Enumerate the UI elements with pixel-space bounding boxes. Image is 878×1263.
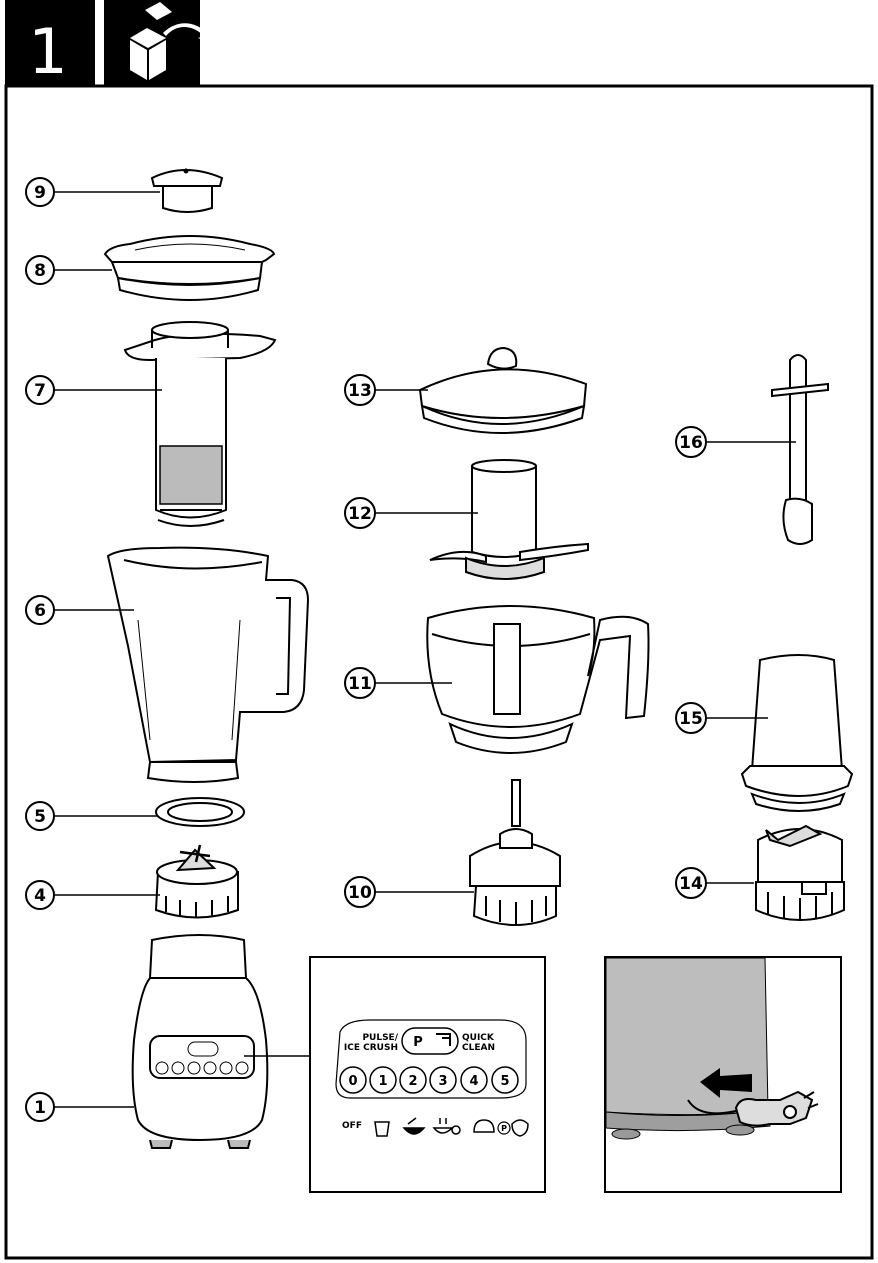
step-header: 1	[5, 0, 214, 88]
spatula-part	[771, 354, 829, 545]
program-icons: OFF P	[342, 1117, 529, 1137]
callout-8: 8	[25, 255, 55, 285]
callout-5: 5	[25, 801, 55, 831]
callout-leader-lines	[54, 191, 796, 1152]
callout-16: 16	[675, 426, 707, 458]
svg-text:P: P	[501, 1124, 507, 1133]
power-cord-plug-icon	[687, 1090, 819, 1127]
ice-crush-icon	[511, 1119, 529, 1137]
smoothie-icon	[374, 1121, 390, 1137]
svg-text:9: 9	[34, 183, 46, 203]
blender-jar-part	[106, 546, 310, 783]
svg-text:14: 14	[679, 874, 703, 894]
callout-12: 12	[344, 497, 376, 529]
callout-7: 7	[25, 375, 55, 405]
measuring-cup-part	[150, 168, 224, 213]
svg-text:13: 13	[348, 381, 372, 401]
svg-text:10: 10	[348, 883, 372, 903]
svg-text:7: 7	[34, 381, 46, 401]
coupling-unit-part	[469, 779, 561, 926]
svg-text:0: 0	[348, 1074, 357, 1089]
left-arrow-icon	[700, 1068, 752, 1098]
callout-10: 10	[344, 876, 376, 908]
dough-icon	[473, 1119, 495, 1133]
svg-text:1: 1	[378, 1074, 387, 1089]
svg-text:PULSE/: PULSE/	[362, 1033, 398, 1043]
faucet-icon	[436, 1033, 451, 1046]
svg-text:3: 3	[438, 1074, 447, 1089]
motor-base-part	[131, 934, 269, 1149]
callout-6: 6	[25, 595, 55, 625]
sealing-ring-part	[155, 797, 245, 827]
control-panel-inset: PULSE/ ICE CRUSH QUICK CLEAN P 0 1 2 3 4…	[309, 956, 546, 1193]
callout-14: 14	[675, 867, 707, 899]
svg-text:5: 5	[34, 807, 46, 827]
food-processor-bowl-part	[426, 605, 650, 754]
callout-9: 9	[25, 177, 55, 207]
svg-text:1: 1	[34, 1098, 46, 1118]
jar-lid-part	[103, 235, 276, 301]
speed-buttons: 0 1 2 3 4 5	[339, 1066, 519, 1094]
svg-text:15: 15	[679, 709, 703, 729]
blade-unit-part	[154, 844, 239, 919]
callout-1: 1	[25, 1092, 55, 1122]
unpack-box-icon	[130, 2, 214, 80]
svg-text:ICE CRUSH: ICE CRUSH	[344, 1043, 398, 1053]
salad-icon	[402, 1117, 426, 1135]
svg-text:8: 8	[34, 261, 46, 281]
step-number: 1	[28, 15, 67, 88]
callout-15: 15	[675, 702, 707, 734]
grinder-cup-part	[740, 654, 854, 812]
svg-text:4: 4	[34, 886, 46, 906]
svg-text:CLEAN: CLEAN	[462, 1043, 495, 1053]
grinder-blade-unit-part	[755, 824, 845, 921]
svg-text:16: 16	[679, 433, 703, 453]
callout-13: 13	[344, 374, 376, 406]
step-number-box	[5, 0, 95, 86]
content-frame	[4, 84, 874, 1260]
svg-text:11: 11	[348, 674, 372, 694]
chopping-blade-part	[429, 459, 589, 580]
svg-text:5: 5	[500, 1074, 509, 1089]
svg-text:4: 4	[469, 1074, 478, 1089]
callout-4: 4	[25, 880, 55, 910]
svg-text:P: P	[413, 1035, 423, 1050]
svg-text:QUICK: QUICK	[462, 1033, 495, 1043]
base-control-panel	[155, 1041, 249, 1075]
food-processor-lid-part	[418, 346, 588, 434]
svg-text:6: 6	[34, 601, 46, 621]
callout-11: 11	[344, 667, 376, 699]
filter-part	[123, 321, 277, 527]
svg-text:OFF: OFF	[342, 1121, 362, 1131]
svg-text:2: 2	[408, 1074, 417, 1089]
svg-text:12: 12	[348, 504, 372, 524]
cord-storage-inset	[604, 956, 842, 1193]
